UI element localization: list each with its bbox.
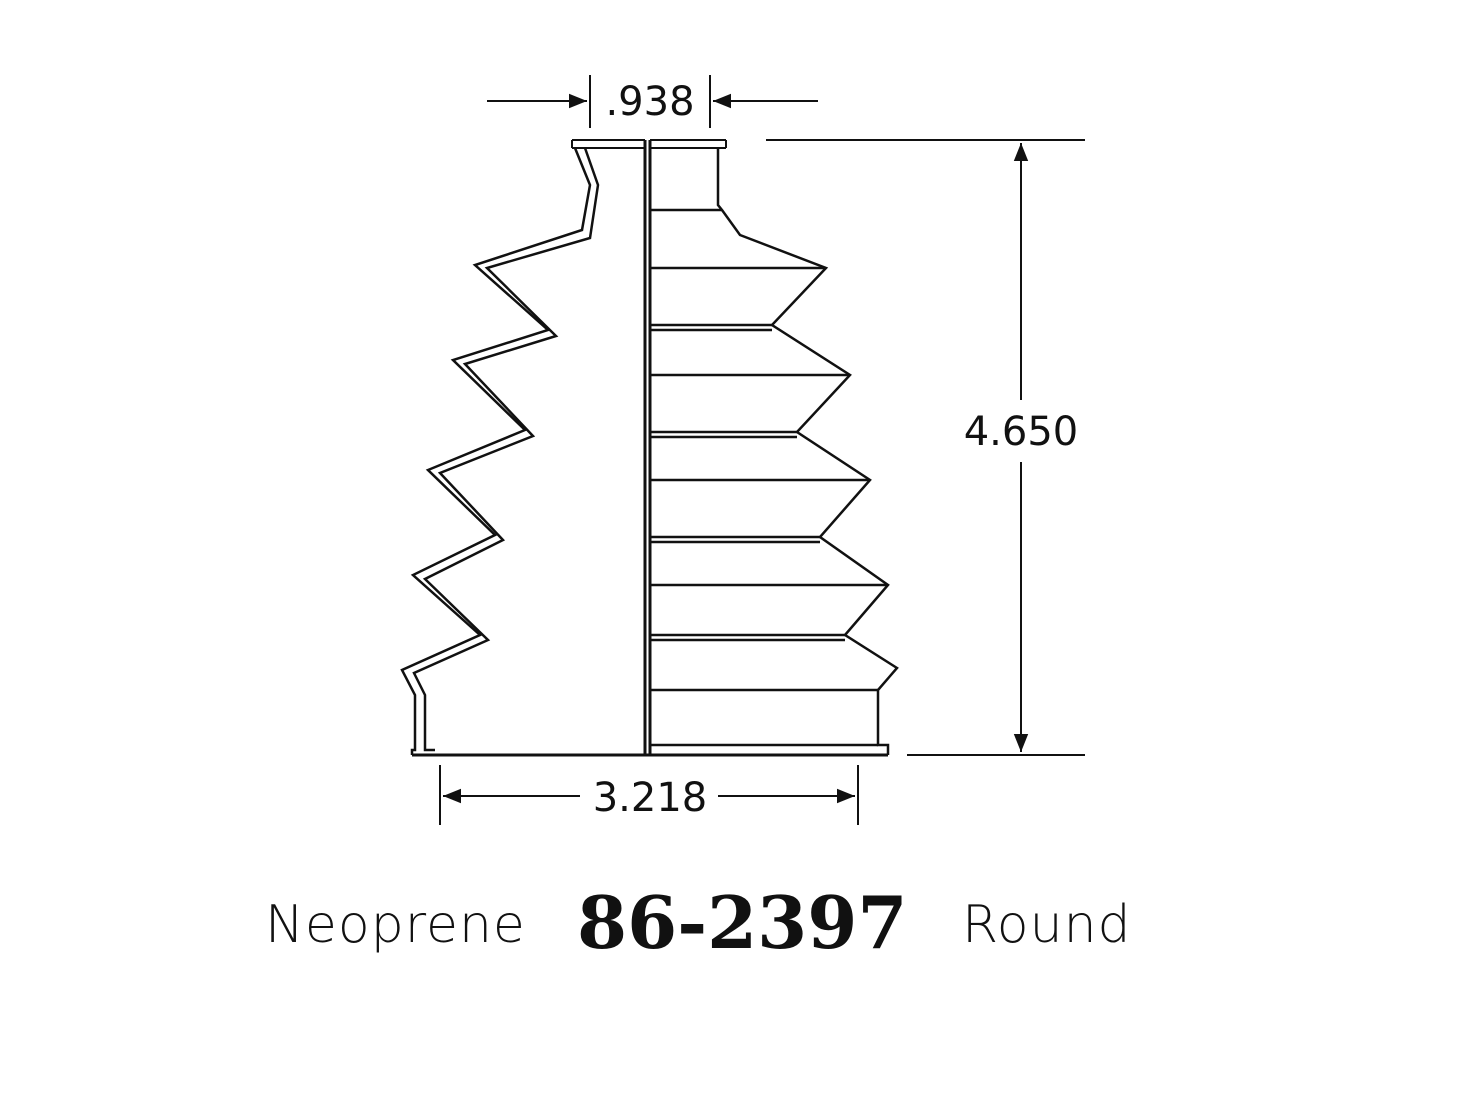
shape-label: Round xyxy=(962,895,1132,955)
neck-dimension-label: .938 xyxy=(605,79,694,125)
part-number: 86-2397 xyxy=(577,880,908,965)
boot-exterior-half xyxy=(650,148,899,755)
boot-cross-section-half xyxy=(400,147,600,755)
base-dimension xyxy=(439,765,859,825)
height-dimension xyxy=(766,139,1085,756)
base-dimension-label: 3.218 xyxy=(593,775,708,821)
material-label: Neoprene xyxy=(265,895,526,955)
neck-dimension xyxy=(487,75,818,128)
height-dimension-label: 4.650 xyxy=(964,409,1079,455)
